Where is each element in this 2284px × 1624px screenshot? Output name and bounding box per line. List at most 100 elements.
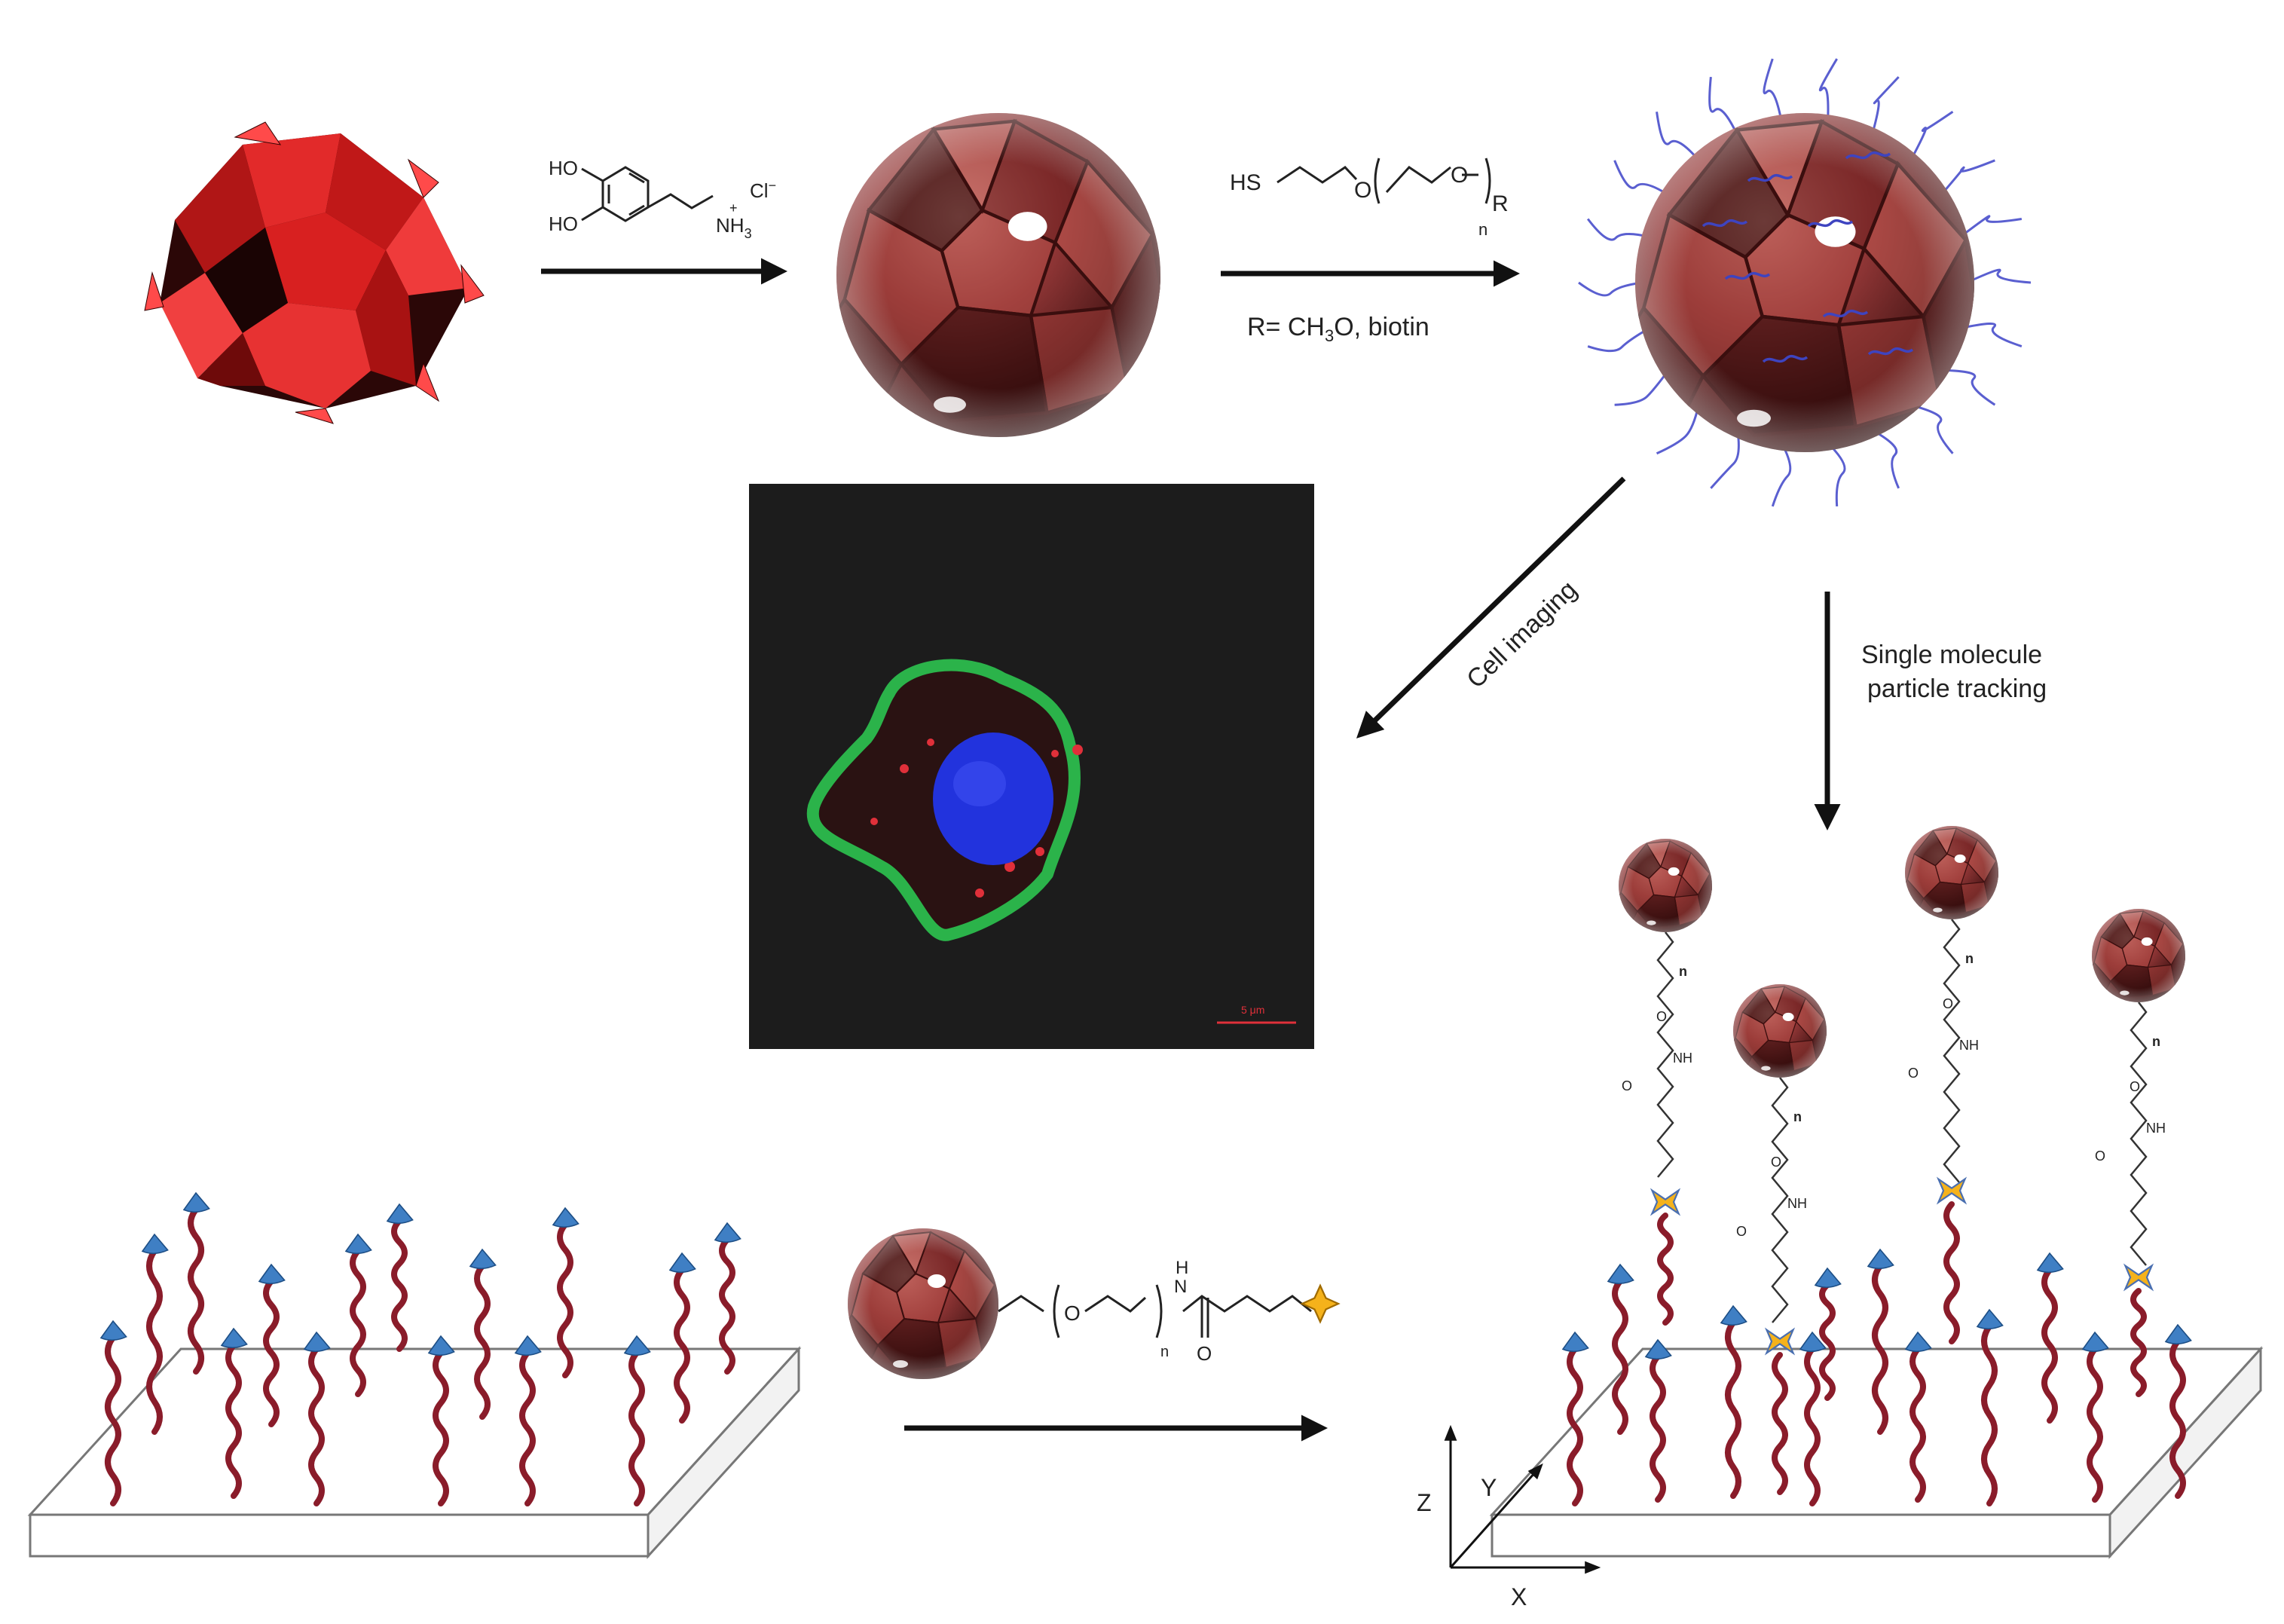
tethered-particle (1729, 984, 1829, 1078)
biotin-streptavidin-bond (1938, 1179, 1964, 1203)
tether-nh: NH (1787, 1196, 1807, 1211)
tether-carbonyl-o: O (1622, 1078, 1632, 1093)
dopamine-ho-2: HO (549, 213, 578, 235)
peg-chain (1764, 59, 1782, 122)
tether-carbonyl-o: O (1908, 1066, 1919, 1081)
biotin-cap (142, 1234, 168, 1253)
peg-chain (1967, 270, 2031, 283)
tethered-particle (1900, 826, 2001, 919)
dopamine-plus: + (729, 200, 738, 216)
peg-tether (1772, 1078, 1787, 1323)
biotin-cap (184, 1193, 209, 1212)
peg-tether (1658, 932, 1673, 1177)
biotin-particle (840, 1228, 1002, 1379)
peg-chain (1579, 283, 1643, 295)
biotin-cap (515, 1336, 541, 1355)
single-molecule-label-line2: particle tracking (1867, 674, 2047, 703)
peg-chain (1872, 430, 1898, 488)
biotin-cap (387, 1204, 413, 1223)
dopamine-nh3: NH3 (716, 214, 752, 241)
linker-nh-n: N (1174, 1277, 1187, 1297)
left-substrate (30, 1193, 799, 1556)
peg-chain (1588, 329, 1650, 351)
biotin-cap (470, 1249, 496, 1268)
tether-nh: NH (2146, 1121, 2166, 1136)
pegylated-particle (1579, 59, 2031, 506)
dopamine-cl: Cl− (750, 178, 776, 202)
linker-h: H (1176, 1258, 1188, 1278)
tether-nh: NH (1959, 1038, 1979, 1053)
thiol-r: R (1492, 191, 1509, 216)
tether-o: O (1771, 1155, 1781, 1170)
dopamine-coated-particle (821, 113, 1169, 437)
peg-chain (1828, 443, 1845, 506)
tethered-particle (1614, 839, 1714, 932)
cell-imaging-micrograph: 5 μm (749, 484, 1314, 1049)
biotin-cap (1906, 1332, 1931, 1351)
biotin-cap (222, 1329, 247, 1347)
peg-chain (1588, 219, 1650, 240)
scale-bar-label: 5 μm (1241, 1004, 1264, 1016)
biotin-cap (625, 1336, 650, 1355)
axis-x-label: X (1511, 1583, 1527, 1610)
peg-tether (1944, 919, 1959, 1182)
peg-chain (1657, 405, 1699, 453)
dopamine-ho-1: HO (549, 157, 578, 179)
tether-n: n (1965, 951, 1974, 966)
peg-chain (1911, 405, 1953, 453)
dna-strand (1946, 1204, 1957, 1341)
tether-o: O (1656, 1009, 1667, 1024)
biotin-cap (1721, 1306, 1747, 1325)
biotin-linker (998, 1285, 1311, 1338)
dna-strand (1660, 1216, 1671, 1323)
tether-nh: NH (1673, 1051, 1692, 1066)
tethered-particle (2087, 909, 2188, 1002)
single-molecule-label-line1: Single molecule (1861, 641, 2042, 669)
peg-chain (1710, 77, 1738, 135)
biotin-cap (429, 1336, 454, 1355)
peg-chain (1960, 323, 2022, 346)
biotin-cap (1977, 1310, 2003, 1329)
tether-carbonyl-o: O (1736, 1224, 1747, 1239)
biotin-cap (1815, 1268, 1841, 1287)
axis-y-label: Y (1481, 1474, 1497, 1501)
peg-chain (1911, 112, 1953, 160)
peg-chain (1941, 370, 1995, 405)
axis-z-label: Z (1417, 1489, 1432, 1516)
arrow-cell-imaging (1360, 479, 1624, 735)
thiol-o1: O (1354, 178, 1371, 203)
peg-tether (2131, 1002, 2146, 1265)
biotin-cap (1563, 1332, 1588, 1351)
thiol-o2: O (1451, 163, 1468, 188)
biotin-streptavidin-bond (1652, 1191, 1678, 1214)
linker-carbonyl-o: O (1197, 1342, 1212, 1365)
peg-chain (1960, 216, 2022, 237)
biotin-cap (715, 1223, 741, 1242)
thiol-n: n (1478, 220, 1488, 239)
tether-n: n (1793, 1109, 1802, 1124)
dna-strand (191, 1210, 201, 1372)
thiol-hs: HS (1230, 170, 1261, 195)
iron-oxide-polyhedron (145, 122, 484, 424)
biotin-streptavidin-bond (2125, 1266, 2151, 1289)
biotin-cap (670, 1253, 696, 1272)
dna-strand (394, 1221, 405, 1349)
cell-imaging-label: Cell imaging (1461, 575, 1582, 693)
tether-n: n (1679, 964, 1687, 979)
biotin-cap (553, 1208, 579, 1227)
tether-carbonyl-o: O (2095, 1148, 2105, 1164)
biotin-cap (259, 1265, 285, 1283)
tether-o: O (2130, 1079, 2140, 1094)
peg-chain (1820, 59, 1836, 122)
biotin-cap (2083, 1332, 2108, 1351)
biotin-cap (2166, 1325, 2191, 1344)
peg-chain (1872, 77, 1898, 135)
peg-chain (1772, 443, 1790, 506)
biotin-cap (346, 1234, 371, 1253)
peg-chain (1711, 430, 1738, 488)
biotin-cap (304, 1332, 330, 1351)
linker-n: n (1160, 1344, 1169, 1360)
right-substrate: nONHOnONHOnONHOnONHO (1492, 826, 2261, 1556)
biotin-star (1302, 1286, 1338, 1322)
